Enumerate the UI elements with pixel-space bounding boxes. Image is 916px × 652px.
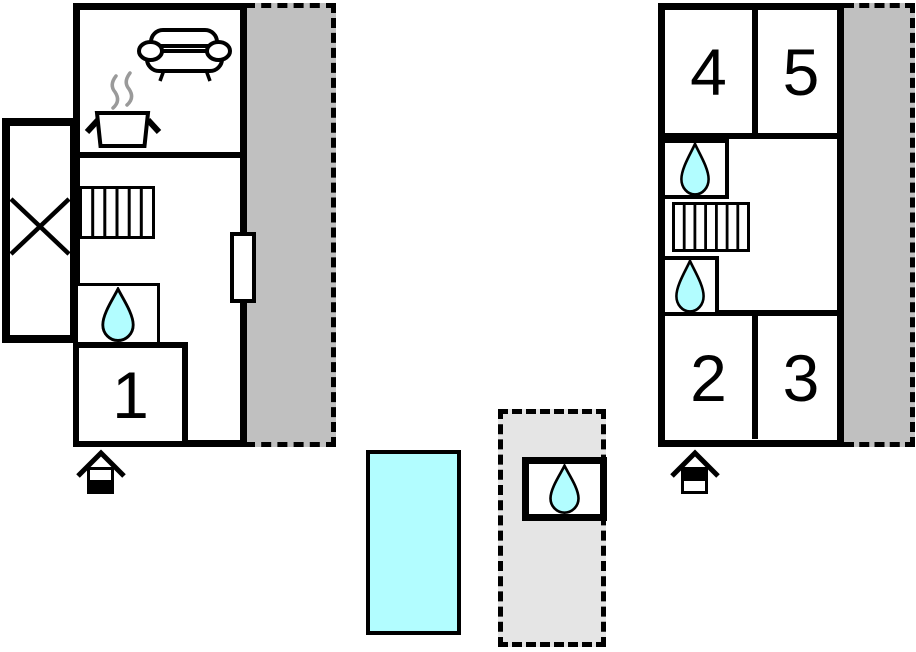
room-3: 3 xyxy=(758,316,844,439)
cross-icon xyxy=(9,197,71,256)
water-drop-icon xyxy=(675,259,705,313)
stairs-icon xyxy=(672,202,750,252)
bathroom-upper xyxy=(661,139,729,199)
wall-upper-horizontal xyxy=(665,133,844,139)
room-5: 5 xyxy=(758,10,844,133)
wall-kitchen-divider xyxy=(80,152,240,158)
terrace-right xyxy=(844,3,915,447)
water-drop-icon xyxy=(549,464,580,514)
bathroom-ground xyxy=(75,283,160,345)
outdoor-shower-area xyxy=(498,409,606,647)
room-2-label: 2 xyxy=(690,340,727,415)
stairs-icon xyxy=(79,186,155,239)
room-1: 1 xyxy=(73,342,188,447)
room-2: 2 xyxy=(665,316,752,439)
entrance-icon xyxy=(670,449,720,494)
room-4-label: 4 xyxy=(690,34,727,109)
swimming-pool xyxy=(366,450,461,635)
terrace-left xyxy=(245,3,336,447)
door xyxy=(230,232,256,303)
bathroom-lower xyxy=(661,256,719,316)
room-4: 4 xyxy=(665,10,752,133)
wall-room4-room5 xyxy=(752,10,758,139)
water-drop-icon xyxy=(100,286,135,342)
room-1-label: 1 xyxy=(112,357,149,432)
stove-icon xyxy=(84,71,162,148)
entrance-icon xyxy=(76,449,126,494)
sofa-icon xyxy=(137,28,232,82)
room-3-label: 3 xyxy=(782,340,820,415)
room-5-label: 5 xyxy=(782,34,820,109)
outdoor-shower xyxy=(522,457,607,521)
wall-lower-horizontal xyxy=(665,310,844,316)
water-drop-icon xyxy=(680,142,710,196)
wall-room2-room3 xyxy=(752,316,758,439)
